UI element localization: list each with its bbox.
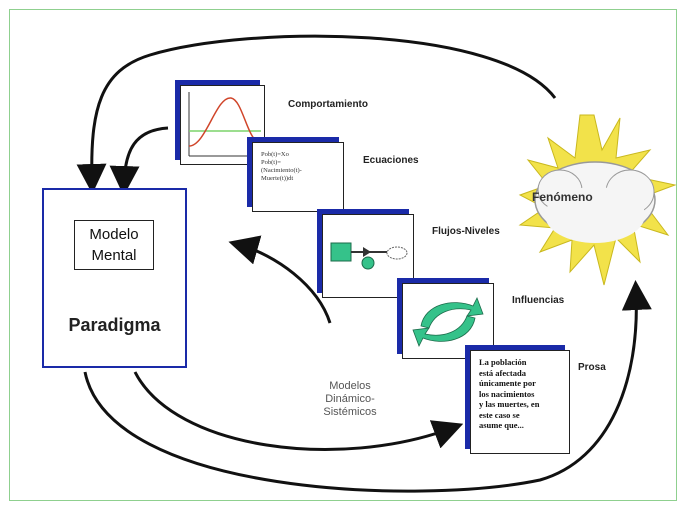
behaviour-graph-icon bbox=[188, 92, 262, 157]
stock-flow-card bbox=[322, 214, 414, 298]
equation-line: Muerte(t))dt bbox=[261, 175, 294, 182]
equation-line: Pob(t)=Xo bbox=[261, 151, 289, 158]
stock-flow-icon bbox=[330, 242, 408, 270]
equation-line: (Nacimiento(t)- bbox=[261, 167, 302, 174]
prose-line: está afectada bbox=[479, 367, 526, 378]
mental-model-box: Modelo Mental Paradigma bbox=[42, 188, 187, 368]
stack-up-arrow bbox=[228, 235, 332, 324]
phenomenon-label: Fenómeno bbox=[532, 190, 593, 204]
model-to-phenomenon-arrow bbox=[83, 280, 652, 493]
stock-flow-label: Flujos-Niveles bbox=[432, 226, 500, 237]
mental-model-line1: Modelo bbox=[89, 226, 139, 243]
prose-line: únicamente por bbox=[479, 378, 536, 388]
prose-line: los nacimientos bbox=[479, 388, 535, 399]
phenomenon-burst bbox=[518, 114, 677, 286]
models-label-line2: Dinámico-Sistémicos bbox=[323, 393, 377, 418]
behaviour-to-model-arrow bbox=[109, 126, 169, 196]
prose-line: y las muertes, en bbox=[479, 399, 540, 409]
influence-arrows-icon bbox=[412, 297, 484, 347]
prose-text: La población está afectada únicamente po… bbox=[479, 357, 575, 431]
model-to-prose-arrow bbox=[133, 371, 464, 451]
equation-text: Pob(t)=Xo Pob(t)= (Nacimiento(t)- Muerte… bbox=[261, 151, 302, 183]
equations-label: Ecuaciones bbox=[363, 155, 419, 166]
feedback-top-arrow bbox=[76, 34, 557, 194]
paradigm-label: Paradigma bbox=[68, 315, 161, 335]
influences-label: Influencias bbox=[512, 295, 565, 306]
behaviour-card bbox=[180, 85, 265, 165]
mental-model-line2: Mental bbox=[91, 247, 137, 264]
equations-card: Pob(t)=Xo Pob(t)= (Nacimiento(t)- Muerte… bbox=[252, 142, 344, 212]
system-dynamics-models-label: Modelos Dinámico-Sistémicos bbox=[300, 380, 400, 419]
prose-label: Prosa bbox=[578, 362, 606, 373]
prose-line: asume que... bbox=[479, 420, 524, 430]
models-label-line1: Modelos bbox=[329, 380, 371, 392]
prose-line: La población bbox=[479, 357, 527, 367]
diagram-frame bbox=[9, 9, 677, 501]
equation-line: Pob(t)= bbox=[261, 159, 281, 166]
prose-card: La población está afectada únicamente po… bbox=[470, 350, 570, 454]
mental-model-label-box: Modelo Mental bbox=[74, 220, 154, 270]
behaviour-label: Comportamiento bbox=[288, 99, 368, 110]
prose-line: este caso se bbox=[479, 409, 520, 420]
influences-card bbox=[402, 283, 494, 359]
